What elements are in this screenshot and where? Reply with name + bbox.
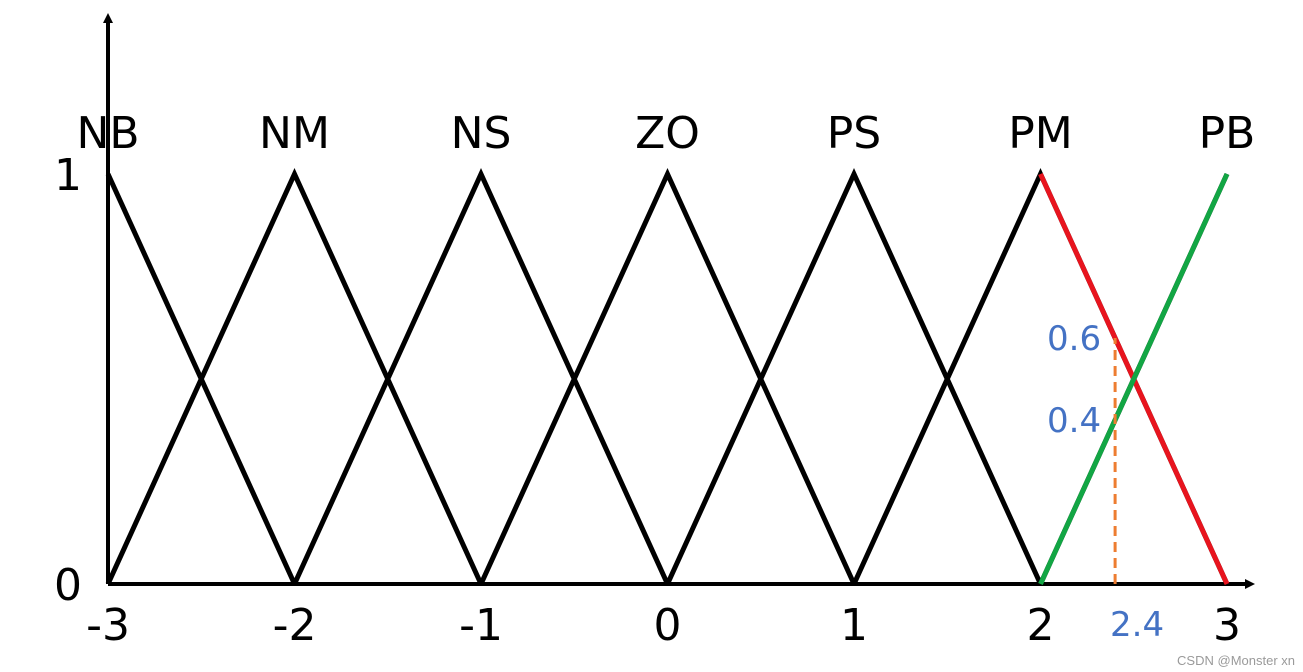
pb-rising-edge-green xyxy=(1038,172,1230,586)
labels-layer: NB NM NS ZO PS PM PB 0.6 0.4 -3 -2 -1 0 1 2 3 2.4 0 1 xyxy=(54,108,1255,651)
set-label-nm: NM xyxy=(259,108,330,159)
set-label-nb: NB xyxy=(76,108,139,159)
watermark: CSDN @Monster xn xyxy=(1177,653,1295,668)
x-tick-label: -1 xyxy=(459,600,503,651)
y-tick-label: 0 xyxy=(54,560,82,611)
set-label-zo: ZO xyxy=(635,108,700,159)
membership-label-0-6: 0.6 xyxy=(1047,319,1101,359)
set-line-nm xyxy=(105,167,484,586)
set-label-ps: PS xyxy=(827,108,881,159)
membership-sets xyxy=(105,167,1230,586)
set-line-zo xyxy=(478,167,857,586)
input-x-label: 2.4 xyxy=(1110,605,1164,645)
x-tick-label: -2 xyxy=(273,600,317,651)
membership-label-0-4: 0.4 xyxy=(1047,401,1101,441)
x-tick-label: 2 xyxy=(1027,600,1055,651)
axes xyxy=(103,13,1255,589)
set-label-pb: PB xyxy=(1199,108,1256,159)
x-tick-label: 1 xyxy=(840,600,868,651)
set-label-ns: NS xyxy=(451,108,512,159)
x-tick-label: 0 xyxy=(654,600,682,651)
highlight-layer xyxy=(1038,172,1230,586)
set-label-pm: PM xyxy=(1008,108,1073,159)
set-line-ps xyxy=(665,167,1043,586)
set-line-pm xyxy=(851,167,1230,586)
x-tick-label: -3 xyxy=(86,600,130,651)
y-tick-label: 1 xyxy=(54,150,82,201)
set-line-ns xyxy=(292,167,670,586)
x-tick-label: 3 xyxy=(1213,600,1241,651)
